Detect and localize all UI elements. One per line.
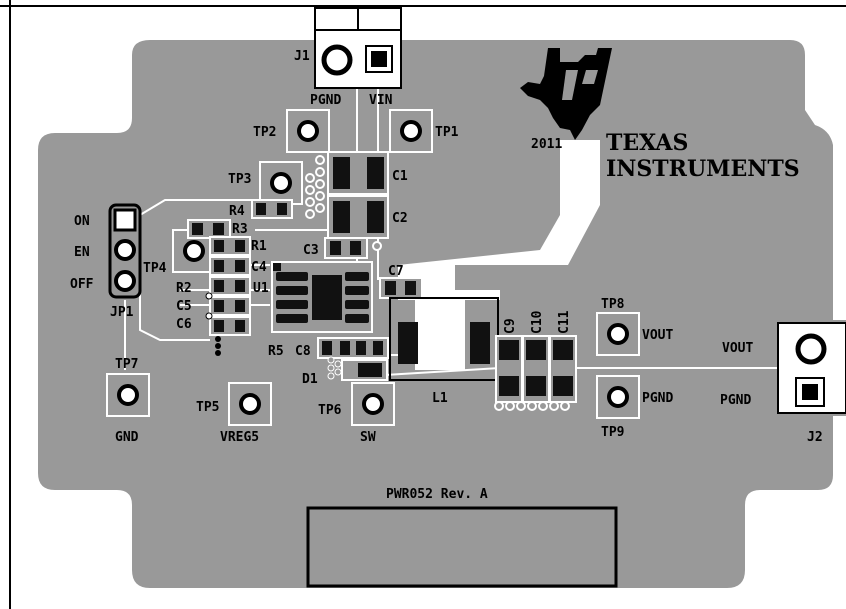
c2-label: C2 [392, 211, 408, 226]
c5-capacitor [209, 296, 251, 316]
j1-vin-label: VIN [369, 93, 393, 108]
tp8-label: TP8 [601, 297, 625, 312]
j1-label: J1 [294, 49, 310, 64]
u1-ic [271, 261, 373, 333]
d1-diode [327, 356, 388, 381]
d1-label: D1 [302, 372, 318, 387]
c9-capacitor [495, 335, 523, 403]
c11-capacitor [549, 335, 577, 403]
tp6-net-label: SW [360, 430, 376, 445]
tp5-net-label: VREG5 [220, 430, 259, 445]
tp4-label: TP4 [143, 261, 167, 276]
tp5-label: TP5 [196, 400, 219, 415]
j1-connector [314, 7, 402, 89]
tp2-label: TP2 [253, 125, 276, 140]
jp1-en-label: EN [74, 245, 90, 260]
c6-label: C6 [176, 317, 192, 332]
c4-capacitor [209, 256, 251, 276]
tp1-pad [389, 109, 433, 153]
tp9-pad [596, 375, 640, 419]
c6-capacitor [209, 316, 251, 336]
tp7-pad [106, 373, 150, 417]
r3-label: R3 [232, 222, 248, 237]
c3-capacitor [324, 237, 368, 259]
c9-label: C9 [503, 318, 518, 334]
c10-label: C10 [530, 310, 545, 334]
label-box [306, 506, 618, 588]
r1-label: R1 [251, 239, 267, 254]
l1-pad-area [415, 300, 465, 370]
tp6-label: TP6 [318, 403, 342, 418]
r4-resistor [251, 199, 293, 219]
c10-capacitor [522, 335, 550, 403]
tp3-pad [259, 161, 303, 205]
tp2-pad [286, 109, 330, 153]
ti-logo-text-1: TEXAS [606, 130, 688, 156]
ti-logo-icon [520, 48, 612, 140]
tp3-label: TP3 [228, 172, 251, 187]
tp6-pad [351, 382, 395, 426]
c5-label: C5 [176, 299, 192, 314]
u1-label: U1 [253, 281, 269, 296]
ti-logo-text-2: INSTRUMENTS [606, 156, 800, 182]
c11-label: C11 [557, 310, 572, 334]
r2-label: R2 [176, 281, 192, 296]
dots [205, 292, 221, 356]
jp1-off-label: OFF [70, 277, 94, 292]
tp8-pad [596, 312, 640, 356]
j2-connector [777, 322, 846, 414]
jp1-label: JP1 [110, 305, 134, 320]
c7-label: C7 [388, 264, 404, 279]
r3-resistor [187, 219, 231, 239]
jp1-on-label: ON [74, 214, 90, 229]
vin-copper-pour [398, 140, 600, 300]
r5-label: R5 [268, 344, 284, 359]
r1-resistor [209, 236, 251, 256]
jp1-jumper [108, 203, 142, 299]
c2-capacitor [327, 195, 389, 239]
tp1-label: TP1 [435, 125, 459, 140]
tp7-net-label: GND [115, 430, 139, 445]
l1-label: L1 [432, 391, 448, 406]
vias-group [305, 155, 382, 251]
r4-label: R4 [229, 204, 245, 219]
output-vias [494, 401, 570, 411]
tp5-pad [228, 382, 272, 426]
r2-resistor [209, 276, 251, 296]
year-label: 2011 [531, 137, 562, 152]
tp9-label: TP9 [601, 425, 624, 440]
c4-label: C4 [251, 260, 267, 275]
revision-label: PWR052 Rev. A [386, 487, 488, 502]
j2-label: J2 [807, 430, 823, 445]
j2-vout-label: VOUT [722, 341, 753, 356]
c1-capacitor [327, 151, 389, 195]
tp8-net-label: VOUT [642, 328, 673, 343]
c3-label: C3 [303, 243, 319, 258]
c8-label: C8 [295, 344, 311, 359]
j2-pgnd-label: PGND [720, 393, 751, 408]
j1-pgnd-label: PGND [310, 93, 341, 108]
tp9-net-label: PGND [642, 391, 673, 406]
tp7-label: TP7 [115, 357, 138, 372]
c1-label: C1 [392, 169, 408, 184]
c7-capacitor [379, 277, 423, 299]
r5-c8-pair [317, 337, 389, 359]
